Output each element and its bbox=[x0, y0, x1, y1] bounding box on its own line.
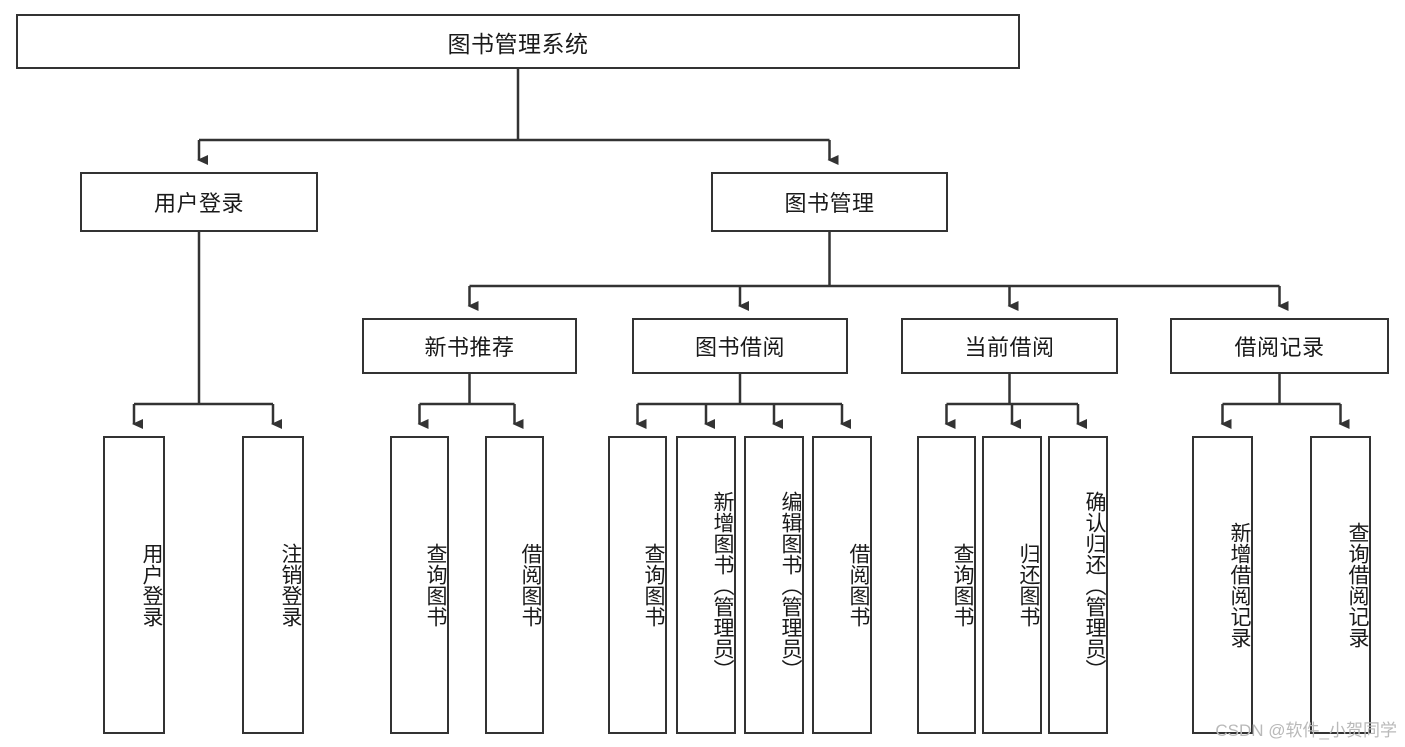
leaf-query-book-3[interactable]: 查询图书 bbox=[917, 436, 976, 734]
leaf-borrow-book-2-label: 借阅图书 bbox=[847, 543, 870, 627]
node-borrow-record[interactable]: 借阅记录 bbox=[1170, 318, 1389, 374]
leaf-user-logout-label: 注销登录 bbox=[279, 543, 302, 627]
leaf-query-book-2[interactable]: 查询图书 bbox=[608, 436, 667, 734]
leaf-query-book-2-label: 查询图书 bbox=[642, 543, 665, 627]
leaf-user-login[interactable]: 用户登录 bbox=[103, 436, 165, 734]
leaf-return-book-label: 归还图书 bbox=[1017, 543, 1040, 627]
leaf-borrow-book-2[interactable]: 借阅图书 bbox=[812, 436, 872, 734]
leaf-user-login-label: 用户登录 bbox=[140, 543, 163, 627]
node-root[interactable]: 图书管理系统 bbox=[16, 14, 1020, 69]
leaf-add-borrow-record[interactable]: 新增借阅记录 bbox=[1192, 436, 1253, 734]
node-book-manage-label: 图书管理 bbox=[784, 191, 875, 216]
leaf-add-borrow-record-label: 新增借阅记录 bbox=[1228, 522, 1251, 648]
node-user-login-label: 用户登录 bbox=[153, 191, 244, 216]
node-book-manage[interactable]: 图书管理 bbox=[711, 172, 948, 232]
node-current-borrow[interactable]: 当前借阅 bbox=[901, 318, 1118, 374]
leaf-query-book-1[interactable]: 查询图书 bbox=[390, 436, 449, 734]
leaf-confirm-return-label: 确认归还（管理员） bbox=[1083, 490, 1106, 680]
leaf-query-book-3-label: 查询图书 bbox=[951, 543, 974, 627]
node-new-book-recommend[interactable]: 新书推荐 bbox=[362, 318, 577, 374]
leaf-query-borrow-record-label: 查询借阅记录 bbox=[1346, 522, 1369, 648]
leaf-borrow-book-1-label: 借阅图书 bbox=[519, 543, 542, 627]
node-book-borrow[interactable]: 图书借阅 bbox=[632, 318, 848, 374]
leaf-return-book[interactable]: 归还图书 bbox=[982, 436, 1042, 734]
leaf-borrow-book-1[interactable]: 借阅图书 bbox=[485, 436, 544, 734]
node-root-label: 图书管理系统 bbox=[447, 30, 589, 57]
leaf-add-book[interactable]: 新增图书（管理员） bbox=[676, 436, 736, 734]
csdn-watermark: CSDN @软件_小贺同学 bbox=[1215, 721, 1397, 740]
leaf-confirm-return[interactable]: 确认归还（管理员） bbox=[1048, 436, 1108, 734]
leaf-query-borrow-record[interactable]: 查询借阅记录 bbox=[1310, 436, 1371, 734]
node-borrow-record-label: 借阅记录 bbox=[1234, 335, 1325, 360]
node-new-book-recommend-label: 新书推荐 bbox=[424, 335, 515, 360]
leaf-add-book-label: 新增图书（管理员） bbox=[711, 490, 734, 680]
node-book-borrow-label: 图书借阅 bbox=[694, 335, 785, 360]
leaf-edit-book-label: 编辑图书（管理员） bbox=[779, 490, 802, 680]
leaf-edit-book[interactable]: 编辑图书（管理员） bbox=[744, 436, 804, 734]
leaf-user-logout[interactable]: 注销登录 bbox=[242, 436, 304, 734]
node-current-borrow-label: 当前借阅 bbox=[964, 335, 1055, 360]
node-user-login[interactable]: 用户登录 bbox=[80, 172, 318, 232]
leaf-query-book-1-label: 查询图书 bbox=[424, 543, 447, 627]
